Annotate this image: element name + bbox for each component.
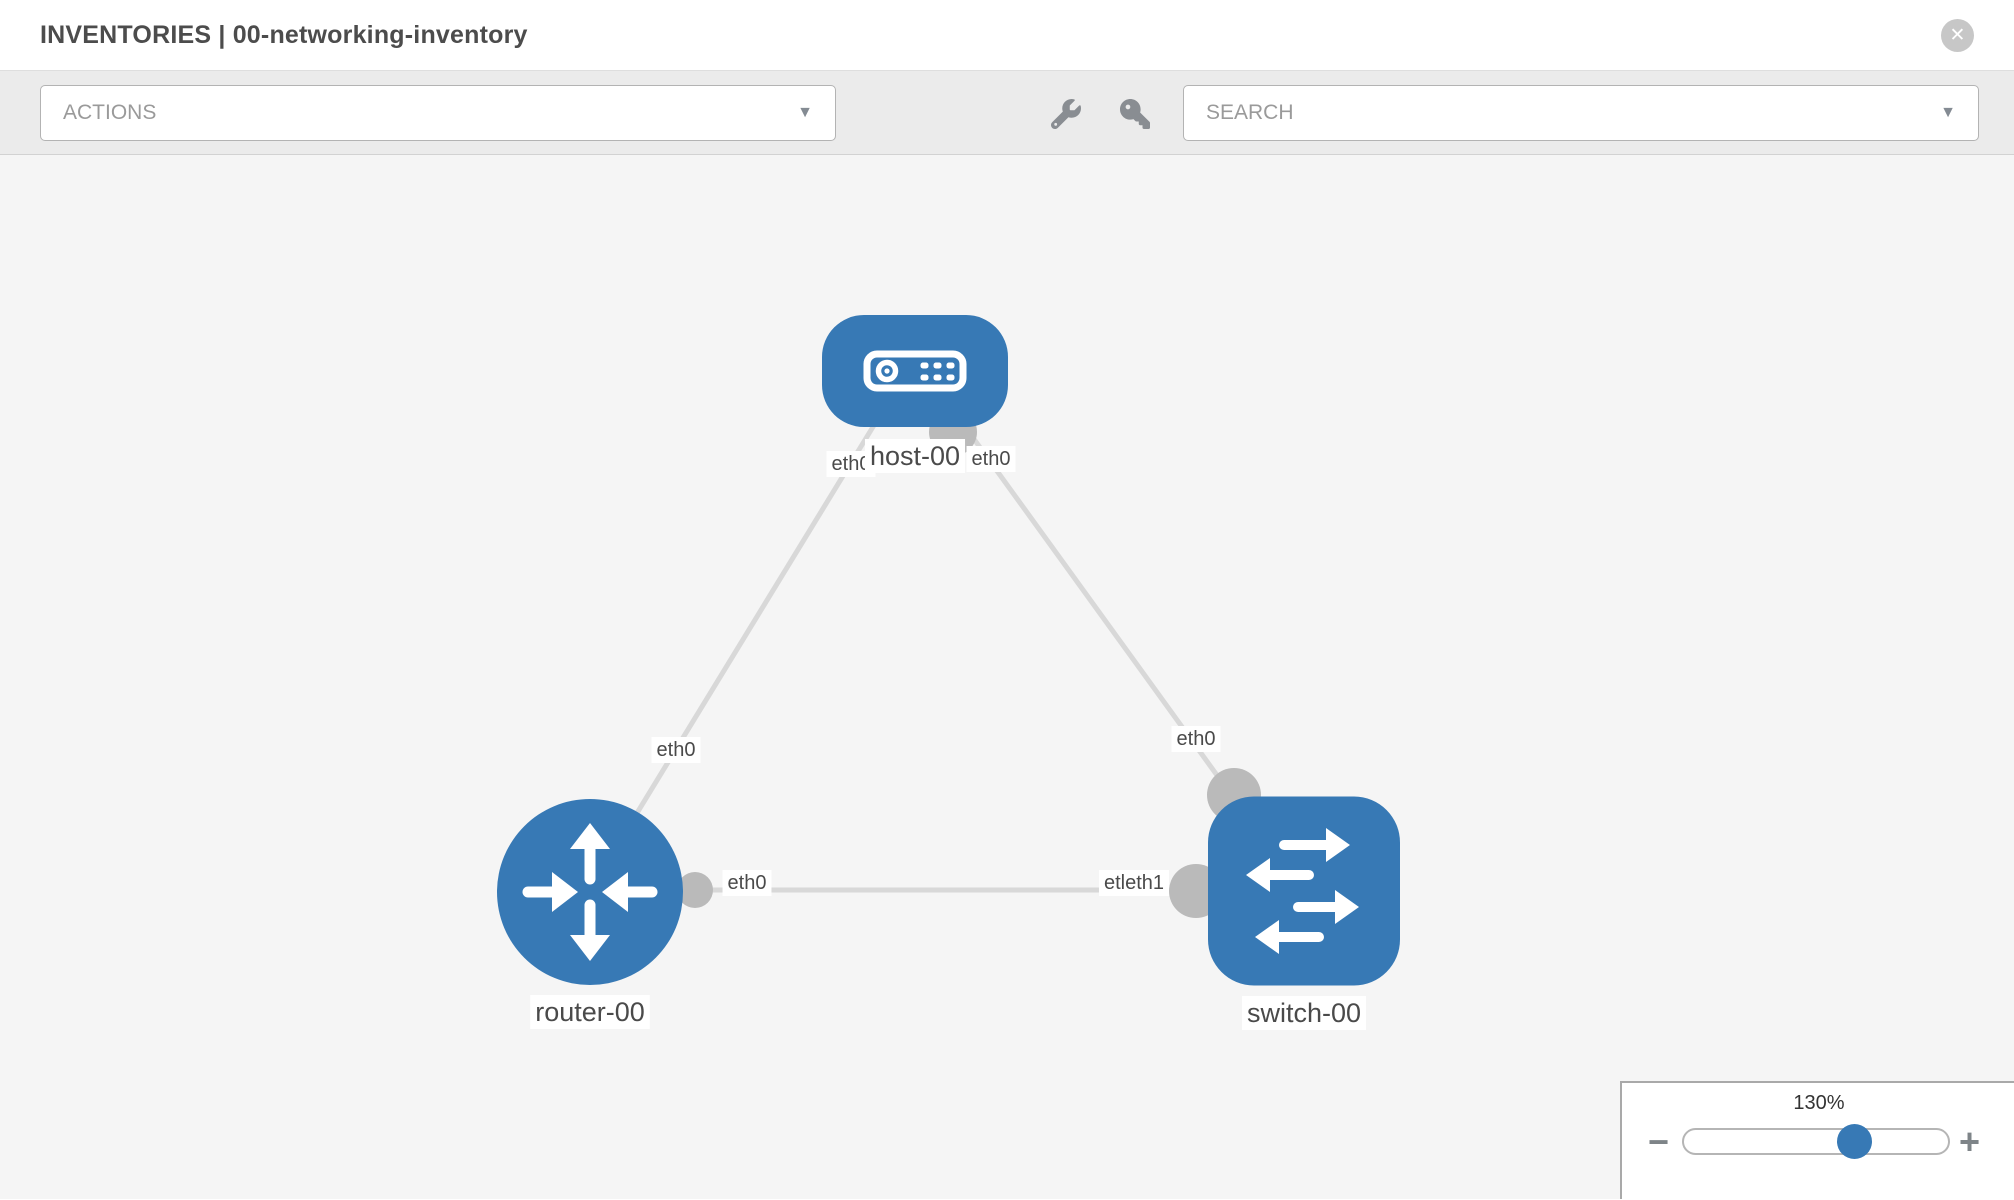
zoom-out-button[interactable]: − (1648, 1120, 1670, 1162)
node-router-00[interactable] (497, 799, 683, 985)
node-label: host-00 (864, 439, 966, 473)
zoom-slider-thumb[interactable] (1837, 1124, 1873, 1159)
interface-connector[interactable] (677, 872, 713, 908)
svg-text:etleth1: etleth1 (1104, 872, 1164, 894)
svg-text:eth0: eth0 (657, 739, 696, 761)
key-icon (1120, 99, 1150, 129)
wrench-icon (1051, 99, 1081, 129)
svg-text:eth0: eth0 (972, 448, 1011, 470)
node-switch-00[interactable] (1208, 796, 1400, 986)
inventory-header: INVENTORIES | 00-networking-inventory ✕ (0, 0, 2014, 71)
zoom-level-value: 130% (1793, 1092, 1845, 1114)
interface-label: eth0 (722, 870, 772, 896)
zoom-slider-track[interactable] (1682, 1124, 1951, 1159)
svg-text:eth0: eth0 (728, 872, 767, 894)
interface-label: etleth1 (1098, 870, 1170, 896)
zoom-in-button[interactable]: + (1959, 1120, 1981, 1162)
actions-dropdown-label: ACTIONS (63, 101, 157, 124)
svg-text:host-00: host-00 (870, 441, 960, 471)
search-dropdown-label: SEARCH (1206, 101, 1294, 124)
svg-text:switch-00: switch-00 (1247, 998, 1361, 1028)
chevron-down-icon: ▼ (1940, 104, 1956, 121)
topology-canvas-area[interactable]: eth0 eth0 eth0 eth0 eth0 etleth1 host-00 router… (0, 155, 2014, 1199)
node-label: router-00 (530, 995, 650, 1029)
interface-label: eth0 (651, 737, 701, 763)
toolbar: ACTIONS ▼ SEARCH ▼ (0, 71, 2014, 155)
svg-text:eth0: eth0 (832, 453, 871, 475)
search-dropdown[interactable]: SEARCH ▼ (1183, 85, 1979, 141)
topology-canvas[interactable]: eth0 eth0 eth0 eth0 eth0 etleth1 host-00 router… (0, 155, 2014, 1199)
configure-button[interactable] (1050, 98, 1082, 130)
page-title: INVENTORIES | 00-networking-inventory (40, 20, 528, 49)
interface-label: eth0 (966, 446, 1016, 472)
svg-text:eth0: eth0 (1177, 728, 1216, 750)
zoom-panel: 130% − + (1620, 1081, 2014, 1199)
credentials-button[interactable] (1119, 98, 1151, 130)
svg-text:router-00: router-00 (535, 997, 645, 1027)
close-icon[interactable]: ✕ (1941, 18, 1974, 52)
actions-dropdown[interactable]: ACTIONS ▼ (40, 85, 836, 141)
chevron-down-icon: ▼ (797, 104, 813, 121)
interface-label: eth0 (1171, 726, 1221, 752)
node-label: switch-00 (1241, 996, 1367, 1030)
node-host-00[interactable] (822, 315, 1008, 427)
